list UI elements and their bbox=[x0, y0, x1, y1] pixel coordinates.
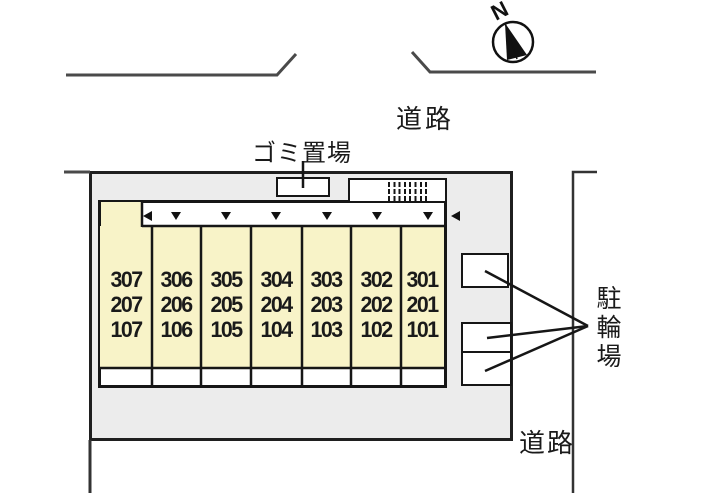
room-number: 306 bbox=[160, 267, 194, 292]
unit-column-5: 303 203 103 bbox=[302, 267, 351, 345]
unit-column-1: 307 207 107 bbox=[100, 267, 152, 345]
unit-column-3: 305 205 105 bbox=[201, 267, 251, 345]
room-number: 107 bbox=[110, 317, 143, 342]
stairs-box bbox=[348, 178, 447, 203]
road-label-top: 道路 bbox=[396, 104, 455, 134]
road-label-bottom: 道路 bbox=[519, 428, 576, 458]
unit-block bbox=[100, 226, 444, 368]
unit-column-4: 304 204 104 bbox=[251, 267, 302, 345]
room-number: 307 bbox=[110, 267, 143, 292]
room-number: 304 bbox=[260, 267, 294, 292]
bicycle-parking-box-2 bbox=[461, 322, 512, 353]
stair-tread-hatch bbox=[388, 182, 430, 187]
garbage-area-box bbox=[276, 177, 330, 197]
compass-north-label: N bbox=[487, 0, 513, 25]
room-number: 103 bbox=[310, 317, 344, 342]
room-number: 106 bbox=[160, 317, 194, 342]
unit-column-7: 301 201 101 bbox=[401, 267, 444, 345]
garbage-area-label: ゴミ置場 bbox=[252, 140, 352, 167]
room-number: 207 bbox=[110, 292, 143, 317]
compass-icon: N bbox=[487, 0, 535, 64]
room-number: 203 bbox=[310, 292, 344, 317]
room-number: 105 bbox=[210, 317, 243, 342]
room-number: 206 bbox=[160, 292, 194, 317]
room-number: 301 bbox=[406, 267, 440, 292]
unit-column-2: 306 206 106 bbox=[152, 267, 201, 345]
unit-column-1-upper bbox=[101, 202, 142, 227]
unit-column-6: 302 202 102 bbox=[351, 267, 401, 345]
road-edge-top-left bbox=[66, 52, 298, 77]
room-number: 101 bbox=[406, 317, 440, 342]
room-number: 305 bbox=[210, 267, 243, 292]
room-number: 201 bbox=[406, 292, 440, 317]
bicycle-parking-box-3 bbox=[461, 351, 512, 386]
bicycle-parking-box-1 bbox=[461, 253, 509, 288]
bicycle-parking-label: 駐輪場 bbox=[593, 285, 621, 372]
room-number: 104 bbox=[260, 317, 294, 342]
room-number: 204 bbox=[260, 292, 294, 317]
road-edge-top-right bbox=[410, 50, 596, 74]
stair-tread-hatch bbox=[388, 189, 430, 194]
room-number: 102 bbox=[360, 317, 393, 342]
room-number: 202 bbox=[360, 292, 393, 317]
room-number: 303 bbox=[310, 267, 344, 292]
room-number: 302 bbox=[360, 267, 393, 292]
stair-tread-hatch bbox=[388, 196, 430, 201]
room-number: 205 bbox=[210, 292, 243, 317]
